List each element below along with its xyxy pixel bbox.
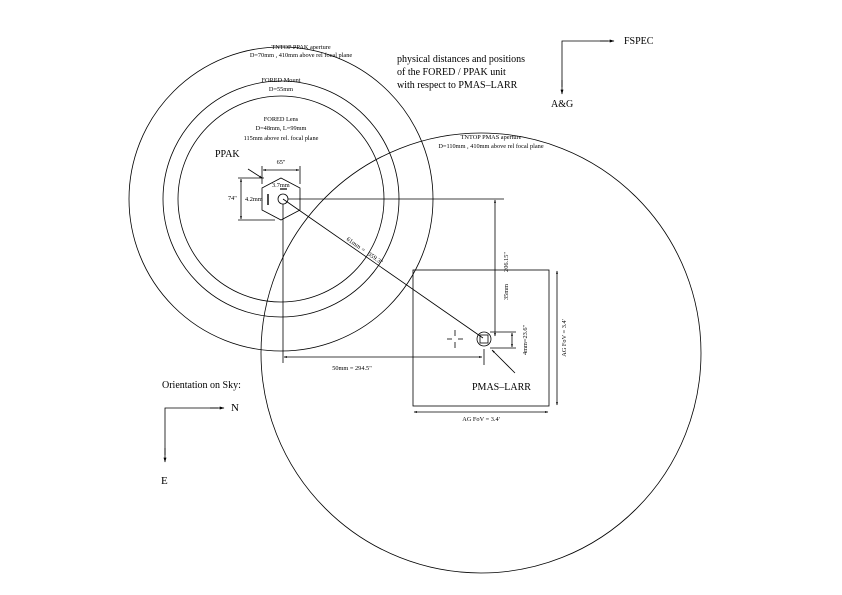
title-line-3: with respect to PMAS–LARR xyxy=(397,80,518,91)
pmas-larr-pointer-arrow xyxy=(491,349,516,374)
pmas-offset-label: 4mm=23.6" xyxy=(522,325,529,356)
pmas-aperture-spec: D=110mm , 410mm above rel focal plane xyxy=(438,143,543,150)
fored-mount-spec: D=55mm xyxy=(269,86,293,93)
title-line-1: physical distances and positions xyxy=(397,54,525,65)
diagonal-label-sep: = xyxy=(360,246,367,254)
pmas-aperture-circle xyxy=(260,132,702,574)
diagonal-label-mm: 61mm xyxy=(345,236,362,251)
ppak-label: PPAK xyxy=(215,149,240,160)
title-line-2: of the FORED / PPAK unit xyxy=(397,67,506,78)
sky-orientation-heading: Orientation on Sky: xyxy=(162,380,241,391)
ppak-hexagon xyxy=(261,177,301,221)
fored-lens-spec2: 115mm above rel. focal plane xyxy=(244,135,319,142)
pmas-aperture-name: TNTOP PMAS aperture xyxy=(461,134,522,141)
ppak-fibre-width-label: 3.7mm xyxy=(272,182,290,189)
fspec-label: FSPEC xyxy=(624,36,654,47)
instrument-axes-icon xyxy=(561,40,608,87)
fored-lens-spec: D=48mm, L=99mm xyxy=(256,125,307,132)
vertical-distance-arcsec-label: 206.15" xyxy=(503,252,510,272)
horizontal-distance-label: 50mm = 294.5" xyxy=(332,365,372,372)
east-label: E xyxy=(161,475,168,487)
sky-orientation-axes-icon xyxy=(164,407,218,455)
ppak-height-label: 74" xyxy=(228,195,237,202)
ppak-aperture-spec: D=70mm , 410mm above rel focal plane xyxy=(250,52,353,59)
ppak-fibre-height-label: 4.2mm xyxy=(245,196,263,203)
diagonal-distance-line xyxy=(282,198,484,339)
pmas-larr-circle xyxy=(476,331,492,347)
ag-fov-height-label: AG FoV = 3.4' xyxy=(561,319,568,356)
fored-mount-name: FORED Mount xyxy=(261,77,300,84)
fored-lens-name: FORED Lens xyxy=(264,116,299,123)
crosshair-icon xyxy=(447,330,463,348)
north-label: N xyxy=(231,402,239,414)
ag-label: A&G xyxy=(551,99,573,110)
ag-fov-width-label: AG FoV = 3.4' xyxy=(462,416,499,423)
ppak-width-label: 65" xyxy=(277,159,286,166)
ppak-aperture-name: TNTOP PPAK aperture xyxy=(271,44,330,51)
vertical-distance-mm-label: 35mm xyxy=(503,284,510,300)
ag-fov-box xyxy=(412,269,550,407)
pmas-larr-square xyxy=(479,334,489,344)
ppak-pointer-arrow xyxy=(247,168,263,179)
pmas-larr-label: PMAS–LARR xyxy=(472,382,531,393)
